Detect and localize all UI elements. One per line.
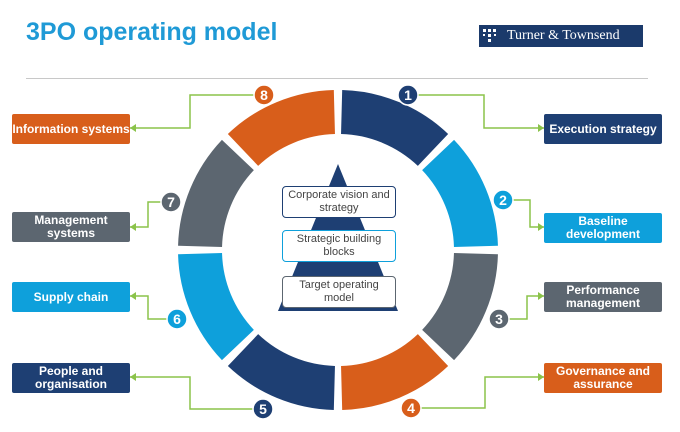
connector-1 <box>418 94 544 129</box>
connector-4 <box>421 376 544 409</box>
box-people-and-organisation: People and organisation <box>12 363 130 393</box>
arrowhead-4 <box>538 373 544 381</box>
badge-number-3: 3 <box>495 311 503 327</box>
logo-text: Turner & Townsend <box>507 28 620 43</box>
box-performance-management: Performance management <box>544 282 662 312</box>
box-baseline-development: Baseline development <box>544 213 662 243</box>
badge-circle-2 <box>492 189 514 211</box>
arrowhead-1 <box>538 124 544 132</box>
badge-circle-1 <box>397 84 419 106</box>
badge-number-4: 4 <box>407 400 415 416</box>
pyramid-label-top: Corporate vision and strategy <box>282 186 396 218</box>
arrowhead-6 <box>130 292 136 300</box>
badge-circle-7 <box>160 191 182 213</box>
connector-8 <box>130 94 254 129</box>
badge-number-8: 8 <box>260 87 268 103</box>
badge-circle-5 <box>252 398 274 420</box>
badge-number-5: 5 <box>259 401 267 417</box>
box-execution-strategy: Execution strategy <box>544 114 662 144</box>
arrowhead-8 <box>130 124 136 132</box>
pyramid-label-bottom: Target operating model <box>282 276 396 308</box>
badge-number-6: 6 <box>173 311 181 327</box>
pyramid-label-middle: Strategic building blocks <box>282 230 396 262</box>
ring-segment-6 <box>178 253 254 361</box>
badge-circle-6 <box>166 308 188 330</box>
ring-segment-3 <box>422 253 498 361</box>
ring-segment-7 <box>178 139 254 247</box>
arrowhead-3 <box>538 292 544 300</box>
connector-6 <box>130 295 167 320</box>
connector-3 <box>509 295 544 320</box>
connector-7 <box>130 201 161 228</box>
page-title: 3PO operating model <box>26 18 278 46</box>
badge-circle-8 <box>253 84 275 106</box>
box-governance-and-assurance: Governance and assurance <box>544 363 662 393</box>
header-divider <box>26 78 648 79</box>
badge-number-1: 1 <box>404 87 412 103</box>
box-information-systems: Information systems <box>12 114 130 144</box>
connector-5 <box>130 376 253 410</box>
logo-mark-icon <box>479 25 501 47</box>
badge-circle-3 <box>488 308 510 330</box>
badge-circle-4 <box>400 397 422 419</box>
arrowhead-2 <box>538 223 544 231</box>
arrowhead-5 <box>130 373 136 381</box>
connector-2 <box>513 199 544 228</box>
box-supply-chain: Supply chain <box>12 282 130 312</box>
box-management-systems: Management systems <box>12 212 130 242</box>
arrowhead-7 <box>130 223 136 231</box>
ring-segment-2 <box>422 139 498 247</box>
ring-segment-5 <box>227 334 335 410</box>
badge-number-7: 7 <box>167 194 175 210</box>
badge-number-2: 2 <box>499 192 507 208</box>
ring-segment-8 <box>227 90 335 166</box>
company-logo: Turner & Townsend <box>479 25 643 47</box>
ring-segment-4 <box>341 334 449 410</box>
ring-segment-1 <box>341 90 449 166</box>
